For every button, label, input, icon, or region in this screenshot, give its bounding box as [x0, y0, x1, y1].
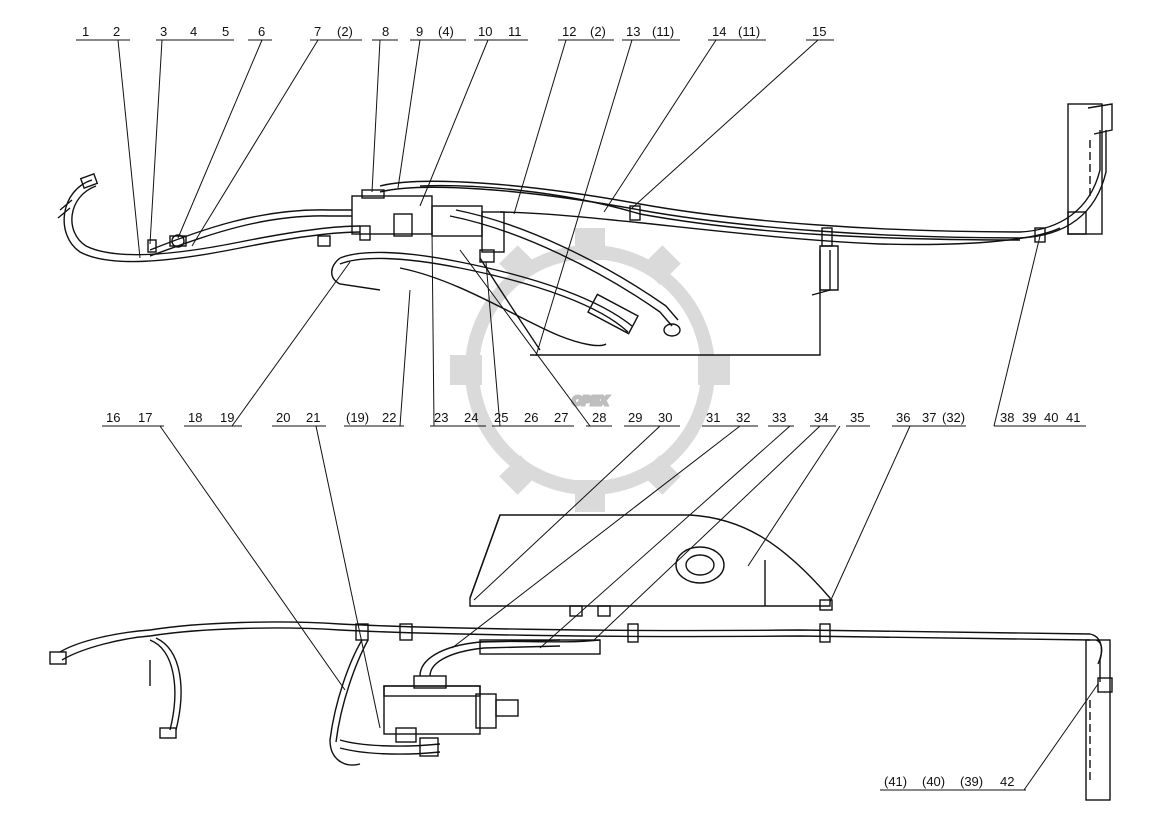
bottom-label-row: (41) (40) (39) 42 [880, 774, 1026, 791]
callout-7-ref: (2) [337, 24, 353, 39]
callout-36: 36 [896, 410, 910, 425]
callout-40-ref: (40) [922, 774, 945, 789]
callout-34: 34 [814, 410, 828, 425]
callout-20: 20 [276, 410, 290, 425]
callout-15: 15 [812, 24, 826, 39]
callout-13: 13 [626, 24, 640, 39]
callout-9-ref: (4) [438, 24, 454, 39]
callout-14: 14 [712, 24, 726, 39]
callout-5: 5 [222, 24, 229, 39]
callout-19-ref: (19) [346, 410, 369, 425]
callout-31: 31 [706, 410, 720, 425]
callout-23: 23 [434, 410, 448, 425]
callout-2: 2 [113, 24, 120, 39]
callout-39: 39 [1022, 410, 1036, 425]
callout-13-ref: (11) [652, 24, 674, 39]
callout-22: 22 [382, 410, 396, 425]
callout-25: 25 [494, 410, 508, 425]
callout-21: 21 [306, 410, 320, 425]
callout-30: 30 [658, 410, 672, 425]
callout-3: 3 [160, 24, 167, 39]
callout-35: 35 [850, 410, 864, 425]
callout-29: 29 [628, 410, 642, 425]
callout-32: 32 [736, 410, 750, 425]
callout-32-ref: (32) [942, 410, 965, 425]
callout-16: 16 [106, 410, 120, 425]
callout-7: 7 [314, 24, 321, 39]
top-view [57, 103, 1113, 356]
callout-10: 10 [478, 24, 492, 39]
callout-8: 8 [382, 24, 389, 39]
callout-24: 24 [464, 410, 478, 425]
callout-41: 41 [1066, 410, 1080, 425]
callout-33: 33 [772, 410, 786, 425]
callout-4: 4 [190, 24, 197, 39]
watermark-text: OPEX [572, 393, 609, 408]
callout-26: 26 [524, 410, 538, 425]
leader-lines [117, 39, 1099, 791]
callout-6: 6 [258, 24, 265, 39]
callout-28: 28 [592, 410, 606, 425]
callout-1: 1 [82, 24, 89, 39]
callout-37: 37 [922, 410, 936, 425]
callout-19: 19 [220, 410, 234, 425]
callout-41-ref: (41) [884, 774, 907, 789]
callout-18: 18 [188, 410, 202, 425]
callout-9: 9 [416, 24, 423, 39]
callout-12-ref: (2) [590, 24, 606, 39]
callout-39-ref: (39) [960, 774, 983, 789]
bottom-view [49, 514, 1113, 801]
callout-27: 27 [554, 410, 568, 425]
callout-14-ref: (11) [738, 24, 760, 39]
callout-38: 38 [1000, 410, 1014, 425]
opex-watermark: OPEX [450, 228, 730, 512]
callout-40: 40 [1044, 410, 1058, 425]
callout-42: 42 [1000, 774, 1014, 789]
callout-17: 17 [138, 410, 152, 425]
top-label-row: 1 2 3 4 5 6 7 (2) 8 9 (4) 10 11 12 (2) 1… [76, 24, 834, 41]
callout-12: 12 [562, 24, 576, 39]
callout-11: 11 [508, 24, 522, 39]
gear-watermark-icon [465, 245, 715, 495]
middle-label-row: 16 17 18 19 20 21 (19) 22 23 24 25 26 27… [102, 410, 1086, 427]
